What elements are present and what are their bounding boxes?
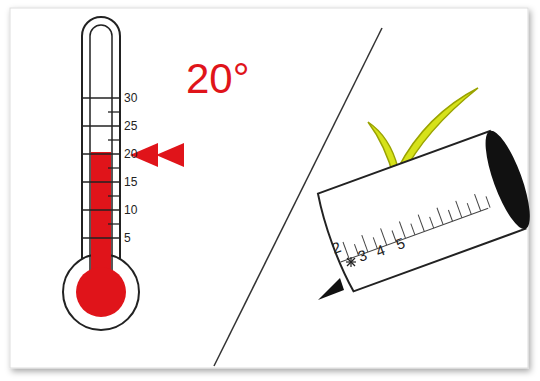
tick bbox=[82, 209, 120, 210]
tick bbox=[82, 237, 120, 238]
graduation bbox=[448, 210, 452, 221]
scale-number: 15 bbox=[124, 176, 137, 188]
graduation bbox=[467, 203, 471, 214]
graduation bbox=[456, 201, 462, 218]
graduation bbox=[437, 208, 443, 225]
graduation bbox=[475, 194, 481, 211]
minor-tick bbox=[108, 167, 120, 168]
tick bbox=[82, 153, 120, 154]
micrometer-thimble bbox=[314, 126, 538, 292]
scale-number: 5 bbox=[124, 232, 131, 244]
frame bbox=[10, 8, 528, 368]
graduation bbox=[418, 215, 424, 232]
graduations bbox=[343, 191, 490, 259]
tick bbox=[82, 125, 120, 126]
index-pointer bbox=[318, 278, 344, 300]
scale-number: 10 bbox=[124, 204, 137, 216]
star-symbol bbox=[346, 257, 356, 267]
graduation bbox=[343, 242, 349, 259]
minor-tick bbox=[108, 195, 120, 196]
minor-tick bbox=[108, 139, 120, 140]
graduation bbox=[430, 217, 434, 228]
graduation bbox=[486, 196, 490, 207]
scale-ticks bbox=[82, 98, 120, 238]
scale-number: 20 bbox=[124, 148, 137, 160]
scale-number: 30 bbox=[124, 92, 137, 104]
mercury-bulb bbox=[76, 267, 126, 317]
minor-tick bbox=[108, 223, 120, 224]
scale-number: 25 bbox=[124, 120, 137, 132]
minor-tick bbox=[108, 111, 120, 112]
temperature-value: 20° bbox=[186, 58, 250, 100]
tick bbox=[82, 97, 120, 98]
tick bbox=[82, 181, 120, 182]
graduation bbox=[411, 224, 415, 235]
pointer-arrow bbox=[156, 143, 184, 167]
thimble-end bbox=[477, 126, 539, 233]
